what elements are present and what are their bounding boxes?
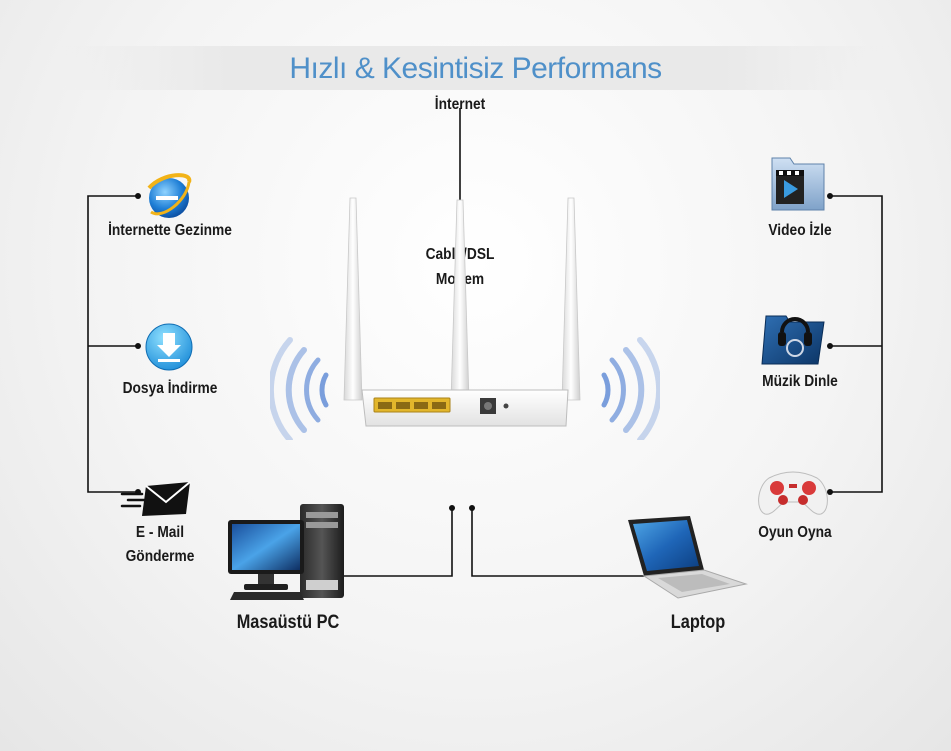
- music-folder-icon: [761, 315, 825, 365]
- left-dot-1: [135, 193, 141, 199]
- left-item-label-3b: Gönderme: [125, 548, 195, 565]
- right-dot-2: [827, 343, 833, 349]
- gamepad-icon: [758, 471, 828, 515]
- right-item-label-2: Müzik Dinle: [762, 373, 838, 390]
- email-icon: [120, 481, 191, 516]
- title-banner: [60, 46, 890, 90]
- desktop-line: [342, 508, 453, 577]
- antenna-right: [561, 197, 581, 401]
- right-bracket-line: [830, 195, 883, 493]
- left-dot-2: [135, 343, 141, 349]
- internet-explorer-icon: [147, 173, 192, 218]
- antenna-left: [343, 197, 363, 401]
- antenna-middle: [450, 199, 470, 401]
- laptop-label: Laptop: [670, 612, 726, 633]
- desktop-pc-icon: [228, 504, 344, 600]
- desktop-dot: [449, 505, 455, 511]
- router-icon: [270, 197, 660, 440]
- download-icon: [145, 323, 193, 371]
- right-item-label-3: Oyun Oyna: [758, 524, 832, 541]
- wifi-waves-left: [270, 337, 329, 440]
- left-item-label-2: Dosya İndirme: [122, 380, 218, 397]
- laptop-icon: [628, 516, 748, 599]
- right-dot-1: [827, 193, 833, 199]
- laptop-dot: [469, 505, 475, 511]
- left-item-label-3a: E - Mail: [135, 524, 185, 541]
- page-title: Hızlı & Kesintisiz Performans: [289, 52, 662, 85]
- internet-label: İnternet: [434, 96, 486, 113]
- desktop-label: Masaüstü PC: [236, 612, 340, 633]
- right-dot-3: [827, 489, 833, 495]
- left-item-label-1: İnternette Gezinme: [108, 222, 232, 239]
- left-bracket-line: [87, 195, 138, 493]
- laptop-line: [471, 508, 652, 577]
- lan-ports: [373, 397, 451, 413]
- right-item-label-1: Video İzle: [768, 222, 832, 239]
- wifi-waves-right: [601, 337, 660, 440]
- video-folder-icon: [771, 157, 825, 211]
